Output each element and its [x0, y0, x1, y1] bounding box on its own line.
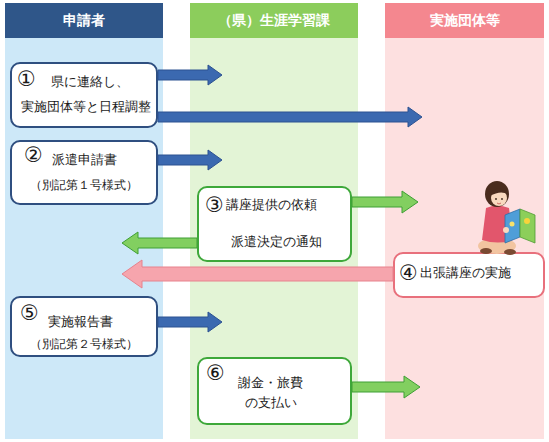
swimlane: 実施団体等 ④出張講座の実施	[385, 3, 544, 439]
step-number: ④	[399, 260, 418, 286]
step-text: （別記第２号様式）	[12, 335, 156, 353]
step-number: ⑤	[20, 300, 39, 326]
step-text: 出張講座の実施	[420, 263, 511, 283]
process-box: ①県に連絡し、 実施団体等と日程調整	[10, 62, 158, 128]
lane-header: 申請者	[5, 3, 163, 38]
step-text: 派遣申請書	[52, 150, 117, 170]
process-box: ⑤ 実施報告書 （別記第２号様式）	[10, 296, 158, 357]
swimlane: （県）生涯学習課 ③講座提供の依頼派遣決定の通知 ⑥ 謝金・旅費 の支払い	[190, 3, 358, 439]
step-number: ②	[24, 142, 43, 168]
process-box: ⑥ 謝金・旅費 の支払い	[197, 357, 352, 425]
step-text: （別記第１号様式）	[12, 176, 156, 194]
step-text: 講座提供の依頼	[226, 195, 317, 215]
step-number: ⑥	[206, 360, 225, 386]
lane-header: （県）生涯学習課	[190, 3, 358, 38]
step-text: 謝金・旅費 の支払い	[233, 373, 308, 413]
step-number: ①	[17, 66, 36, 92]
step-text: 県に連絡し、 実施団体等と日程調整	[21, 69, 157, 119]
lane-header: 実施団体等	[385, 3, 544, 38]
step-text: 派遣決定の通知	[231, 232, 322, 252]
process-box: ② 派遣申請書 （別記第１号様式）	[10, 140, 158, 205]
process-box: ③講座提供の依頼派遣決定の通知	[197, 186, 352, 262]
step-text: 実施報告書	[48, 312, 113, 332]
swimlane: 申請者 ①県に連絡し、 実施団体等と日程調整 ② 派遣申請書 （別記第１号様式） ⑤ 実施報…	[5, 3, 163, 439]
process-box: ④出張講座の実施	[393, 252, 545, 298]
step-number: ③	[205, 192, 224, 218]
